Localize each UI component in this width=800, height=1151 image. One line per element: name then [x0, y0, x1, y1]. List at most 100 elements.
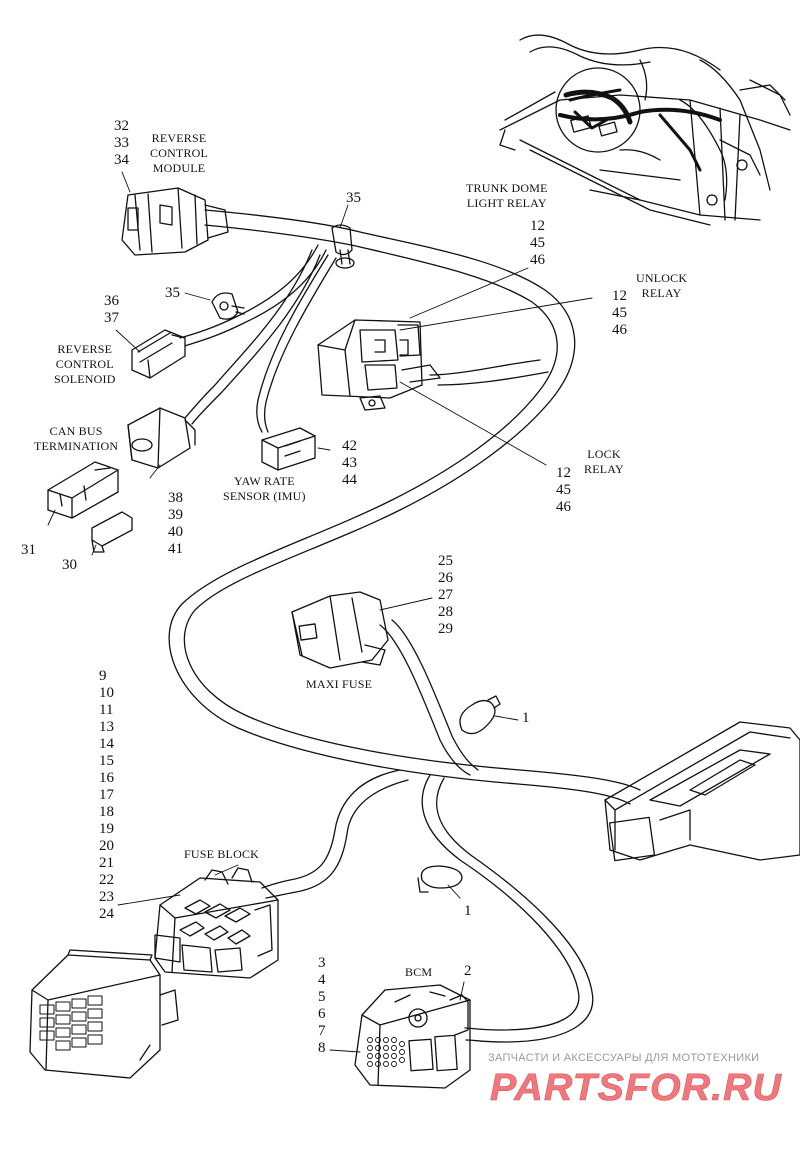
- label-bcm: BCM: [405, 965, 433, 979]
- callout-part-31: 31: [21, 542, 36, 558]
- callout-number: 10: [99, 685, 114, 701]
- callout-number: 17: [99, 787, 114, 803]
- harness-branches: [179, 244, 594, 1043]
- callout-bcm-screw: 2: [464, 963, 472, 979]
- callout-number: 45: [612, 305, 627, 321]
- label-line: REVERSE: [151, 131, 207, 145]
- label-lock-relay: LOCK RELAY: [584, 447, 624, 477]
- callout-number: 38: [168, 490, 183, 506]
- callout-number: 44: [342, 472, 357, 488]
- reverse-control-module-connector: [121, 187, 229, 256]
- callout-number: 42: [342, 438, 357, 454]
- callout-number: 45: [530, 235, 545, 251]
- label-line: CONTROL: [150, 146, 209, 160]
- label-line: RELAY: [641, 286, 682, 300]
- label-yaw-rate-sensor: YAW RATE SENSOR (IMU): [223, 474, 306, 504]
- callout-number: 41: [168, 541, 183, 557]
- callout-number: 22: [99, 872, 114, 888]
- callout-number: 14: [99, 736, 114, 752]
- label-line: CONTROL: [55, 357, 114, 371]
- label-line: SENSOR (IMU): [223, 489, 306, 503]
- callout-number: 23: [99, 889, 114, 905]
- callout-reverse-control-module: 32 33 34: [114, 118, 129, 169]
- callout-number: 40: [168, 524, 183, 540]
- callout-number: 45: [556, 482, 571, 498]
- callout-maxi-fuse: 25 26 27 28 29: [438, 553, 453, 638]
- callout-number: 8: [318, 1040, 326, 1056]
- main-harness-trunk: [168, 209, 641, 805]
- fuse-block-cover: [29, 949, 179, 1079]
- clip-35-harness: [331, 224, 355, 269]
- callout-bcm: 3 4 5 6 7 8: [318, 955, 326, 1057]
- callout-number: 26: [438, 570, 453, 586]
- part-30-clip: [91, 511, 133, 553]
- callout-number: 21: [99, 855, 114, 871]
- vehicle-frame-thumbnail: [499, 34, 791, 226]
- watermark: ЗАПЧАСТИ И АКСЕССУАРЫ ДЛЯ МОТОТЕХНИКИ PA…: [488, 1052, 788, 1113]
- callout-number: 36: [104, 293, 119, 309]
- label-line: UNLOCK: [636, 271, 688, 285]
- callout-part-30: 30: [62, 557, 77, 573]
- callout-trunk-dome-light-relay: 12 45 46: [530, 218, 545, 269]
- callout-reverse-control-solenoid: 36 37: [104, 293, 119, 327]
- label-unlock-relay: UNLOCK RELAY: [636, 271, 687, 301]
- callout-number: 46: [556, 499, 571, 515]
- mounting-tray: [604, 721, 800, 862]
- callout-can-bus-connector: 38 39 40 41: [168, 490, 183, 558]
- callout-number: 7: [318, 1023, 326, 1039]
- watermark-tagline: ЗАПЧАСТИ И АКСЕССУАРЫ ДЛЯ МОТОТЕХНИКИ: [488, 1052, 760, 1064]
- callout-number: 13: [99, 719, 114, 735]
- callout-number: 34: [114, 152, 129, 168]
- callout-number: 32: [114, 118, 129, 134]
- callout-number: 39: [168, 507, 183, 523]
- label-line: RELAY: [584, 462, 624, 476]
- callout-number: 6: [318, 1006, 326, 1022]
- label-line: MODULE: [152, 161, 206, 175]
- callout-number: 12: [530, 218, 545, 234]
- clip-35-loose: [211, 292, 245, 320]
- callout-number: 12: [556, 465, 571, 481]
- watermark-logo-text: PARTSFOR.RU: [490, 1067, 783, 1108]
- callout-number: 27: [438, 587, 453, 603]
- callout-number: 29: [438, 621, 453, 637]
- callout-number: 16: [99, 770, 114, 786]
- callout-number: 4: [318, 972, 326, 988]
- can-bus-connector: [127, 407, 196, 469]
- can-bus-termination-plug: [47, 461, 119, 519]
- label-line: TRUNK DOME: [466, 181, 548, 195]
- cable-strap-lower: [417, 865, 463, 893]
- callout-yaw-rate-sensor: 42 43 44: [342, 438, 357, 489]
- callout-cable-strap-lower: 1: [464, 903, 472, 919]
- fuse-block: [154, 867, 279, 979]
- cable-strap-upper: [459, 695, 501, 735]
- label-line: SOLENOID: [54, 372, 116, 386]
- callout-number: 18: [99, 804, 114, 820]
- callout-number: 28: [438, 604, 453, 620]
- callout-number: 25: [438, 553, 453, 569]
- label-fuse-block: FUSE BLOCK: [184, 847, 260, 861]
- label-can-bus-termination: CAN BUS TERMINATION: [34, 424, 118, 454]
- label-line: REVERSE: [57, 342, 113, 356]
- callout-number: 24: [99, 906, 114, 922]
- relay-block: [317, 319, 441, 411]
- label-line: LOCK: [587, 447, 621, 461]
- callout-number: 46: [612, 322, 627, 338]
- label-reverse-control-module: REVERSE CONTROL MODULE: [150, 131, 208, 176]
- callout-number: 20: [99, 838, 114, 854]
- callout-unlock-relay: 12 45 46: [612, 288, 627, 339]
- callout-number: 5: [318, 989, 326, 1005]
- callout-number: 46: [530, 252, 545, 268]
- label-line: TERMINATION: [34, 439, 119, 453]
- callout-number: 11: [99, 702, 114, 718]
- label-trunk-dome-light-relay: TRUNK DOME LIGHT RELAY: [466, 181, 548, 211]
- callout-clip-35-top: 35: [346, 190, 361, 206]
- callout-number: 3: [318, 955, 326, 971]
- label-line: LIGHT RELAY: [466, 196, 547, 210]
- yaw-rate-sensor-connector: [261, 427, 316, 471]
- callout-cable-strap-upper: 1: [522, 710, 530, 726]
- label-reverse-control-solenoid: REVERSE CONTROL SOLENOID: [54, 342, 116, 387]
- label-maxi-fuse: MAXI FUSE: [306, 677, 373, 691]
- callout-number: 9: [99, 668, 107, 684]
